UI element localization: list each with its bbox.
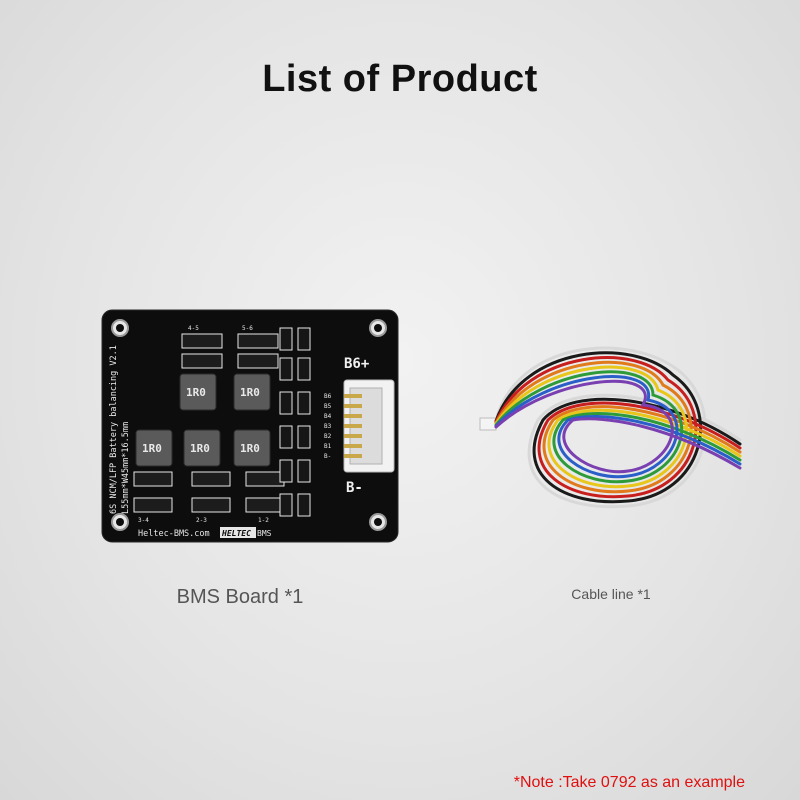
cable-wire <box>494 346 742 509</box>
cable-wire <box>494 375 742 479</box>
pin-label: B6 <box>324 393 332 400</box>
inductor-label: 1R0 <box>190 442 210 455</box>
silkscreen-line1: 6S NCM/LFP Battery balancing V2.1 <box>109 345 119 514</box>
pin-label: B3 <box>324 423 332 430</box>
inductor-label: 1R0 <box>240 386 260 399</box>
terminal-top-label: B6+ <box>344 356 369 372</box>
bms-board-caption: BMS Board *1 <box>176 586 304 608</box>
footnote: *Note :Take 0792 as an example <box>513 774 745 791</box>
silkscreen-line2: L55mm*W45mm*16.5mm <box>121 422 131 514</box>
terminal-bottom-label: B- <box>346 480 363 496</box>
cable-line-caption: Cable line *1 <box>571 586 651 602</box>
brand-logo-right: BMS <box>257 529 272 538</box>
cable-wire <box>494 370 742 484</box>
cable-wire <box>494 365 742 489</box>
cell-label: 3-4 <box>138 517 149 524</box>
page-title: List of Product <box>262 58 538 100</box>
cable-wire <box>494 351 742 504</box>
bms-board-image: 6S NCM/LFP Battery balancing V2.1 L55mm*… <box>100 308 400 544</box>
cable-line-image <box>478 330 748 520</box>
inductor-label: 1R0 <box>240 442 260 455</box>
board-website: Heltec-BMS.com <box>138 529 210 539</box>
brand-logo-left: HELTEC <box>221 529 251 538</box>
pin-label: B2 <box>324 433 332 440</box>
pin-label: B5 <box>324 403 332 410</box>
cable-connector-plug <box>479 417 497 431</box>
pin-label: B1 <box>324 443 332 450</box>
brand-logo-box <box>220 527 256 538</box>
cable-wire <box>494 379 742 474</box>
cell-label: 5-6 <box>242 325 253 332</box>
pin-label: B4 <box>324 413 332 420</box>
inductor-label: 1R0 <box>142 442 162 455</box>
pin-label: B- <box>324 453 331 460</box>
cable-wire <box>494 356 742 499</box>
cell-label: 1-2 <box>258 517 269 524</box>
cell-label: 4-5 <box>188 325 199 332</box>
inductor-label: 1R0 <box>186 386 206 399</box>
cell-label: 2-3 <box>196 517 207 524</box>
cable-wire <box>494 360 742 494</box>
